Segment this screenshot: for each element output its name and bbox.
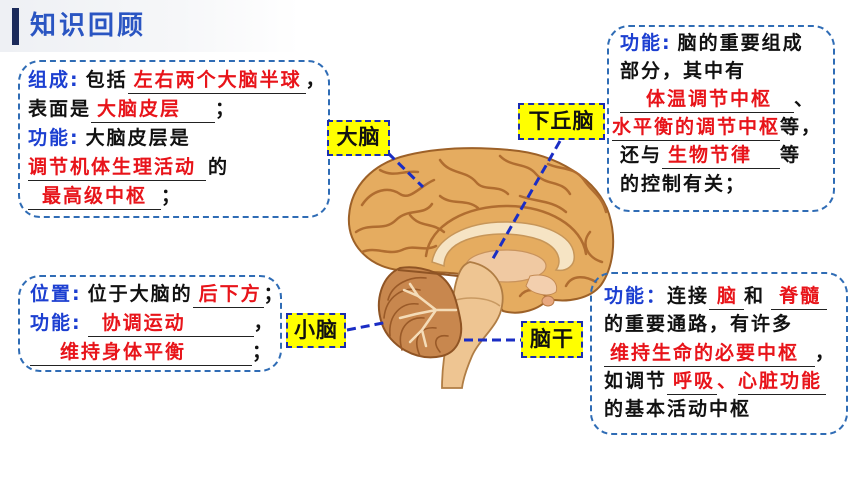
thermoregulation-answer: 体温调节中枢 [620, 87, 795, 113]
function-key: 功能: [28, 127, 80, 149]
brainstem-text-4: 如调节 [604, 370, 668, 392]
pons-contour [455, 297, 501, 307]
cerebrum-function-answer-line-2: 最高级中枢； [28, 184, 182, 210]
composition-end: ， [305, 69, 327, 91]
hypothalamus-function-key: 功能: [620, 32, 672, 54]
balance-answer: 维持身体平衡 [30, 340, 253, 366]
hypothalamus-line-5: 还与生物节律等 [620, 143, 801, 169]
hypothalamus-region [525, 274, 558, 296]
water-balance-answer: 水平衡的调节中枢 [612, 115, 781, 141]
function-text: 大脑皮层是 [85, 127, 191, 149]
heart-function-answer: 心脏功能 [738, 369, 827, 395]
composition-answer: 左右两个大脑半球 [127, 68, 306, 94]
cerebellum-function-key: 功能: [30, 312, 82, 334]
hypothalamus-text-5: 还与 [620, 144, 663, 166]
cerebrum-function-line: 功能:大脑皮层是 [28, 126, 191, 152]
title-band [0, 0, 300, 52]
composition-text: 包括 [85, 69, 128, 91]
position-key: 位置: [30, 283, 82, 305]
respiration-answer: 呼吸 [667, 369, 718, 395]
brainstem-comma: ， [815, 342, 837, 364]
hypothalamus-sep: 、 [794, 88, 816, 110]
brain-answer: 脑 [709, 284, 745, 310]
label-cerebellum: 小脑 [286, 313, 346, 348]
position-answer: 后下方 [192, 282, 264, 308]
position-text: 位于大脑的 [87, 283, 193, 305]
function-answer-1: 调节机体生理活动 [28, 155, 207, 181]
spinal-cord-answer: 脊髓 [771, 284, 828, 310]
hypothalamus-line-4: 水平衡的调节中枢等， [612, 115, 822, 141]
brainstem-line-5: 的基本活动中枢 [604, 397, 751, 423]
hypothalamus-text-1: 脑的重要组成 [677, 32, 804, 54]
title-accent-bar [12, 8, 19, 45]
brainstem-function-key: 功能： [604, 285, 668, 307]
brainstem-text-2: 的重要通路，有许多 [604, 313, 794, 335]
page-title: 知识回顾 [30, 11, 147, 41]
function-end: ； [161, 185, 183, 207]
hypothalamus-line-6: 的控制有关； [620, 172, 746, 198]
cerebellum-balance-line: 维持身体平衡； [30, 340, 273, 366]
position-end: ； [263, 283, 285, 305]
cerebellum-balance-end: ； [252, 341, 274, 363]
cerebellum-folia [383, 276, 449, 357]
composition-key: 组成: [28, 69, 80, 91]
cerebrum-surface-line: 表面是大脑皮层； [28, 97, 236, 123]
vital-centers-answer: 维持生命的必要中枢 [604, 341, 816, 367]
brainstem-line-2: 的重要通路，有许多 [604, 312, 793, 338]
hypothalamus-text-2: 部分，其中有 [620, 60, 747, 82]
hypothalamus-etc-2: 等 [780, 144, 802, 166]
pituitary [541, 295, 555, 307]
cerebellum-function-line: 功能:协调运动， [30, 311, 275, 337]
cerebrum-composition-line: 组成:包括左右两个大脑半球， [28, 68, 327, 94]
cerebrum-function-answer-line: 调节机体生理活动的 [28, 155, 229, 181]
brainstem-and: 和 [744, 285, 766, 307]
function-answer-2: 最高级中枢 [28, 184, 162, 210]
brainstem-line-3: 维持生命的必要中枢， [604, 341, 836, 367]
brainstem-text-1: 连接 [667, 285, 710, 307]
cerebrum-gyri [354, 154, 608, 300]
function-mid: 的 [208, 156, 230, 178]
label-cerebrum: 大脑 [327, 120, 390, 156]
arbor-vitae [398, 282, 458, 348]
brainstem-line-1: 功能：连接脑和脊髓 [604, 284, 828, 310]
corpus-callosum [431, 221, 575, 272]
brainstem-line-4: 如调节呼吸、心脏功能 [604, 369, 827, 395]
hypothalamus-line-1: 功能:脑的重要组成 [620, 31, 804, 57]
cerebellum-info-box [18, 275, 282, 372]
hypothalamus-etc: 等， [780, 116, 823, 138]
hypothalamus-line-3: 体温调节中枢、 [620, 87, 815, 113]
cerebellum-function-end: ， [253, 312, 275, 334]
brainstem-sep: 、 [717, 370, 739, 392]
hypothalamus-text-6: 的控制有关； [620, 173, 747, 195]
label-brainstem: 脑干 [521, 321, 583, 358]
hypothalamus-line-2: 部分，其中有 [620, 59, 746, 85]
hypothalamus-info-box [607, 25, 835, 212]
transverse-fissure [397, 269, 459, 277]
surface-end: ； [215, 98, 237, 120]
surface-text: 表面是 [28, 98, 92, 120]
coordination-answer: 协调运动 [87, 311, 254, 337]
label-hypothalamus: 下丘脑 [518, 103, 605, 140]
connector-hypothalamus [489, 140, 562, 263]
connector-cerebellum [346, 320, 389, 332]
brainstem-info-box [590, 272, 848, 435]
connector-cerebrum [386, 151, 425, 189]
cerebellum-position-line: 位置:位于大脑的后下方； [30, 282, 285, 308]
brainstem-text-5: 的基本活动中枢 [604, 398, 752, 420]
surface-answer: 大脑皮层 [91, 97, 216, 123]
biorhythm-answer: 生物节律 [662, 143, 781, 169]
